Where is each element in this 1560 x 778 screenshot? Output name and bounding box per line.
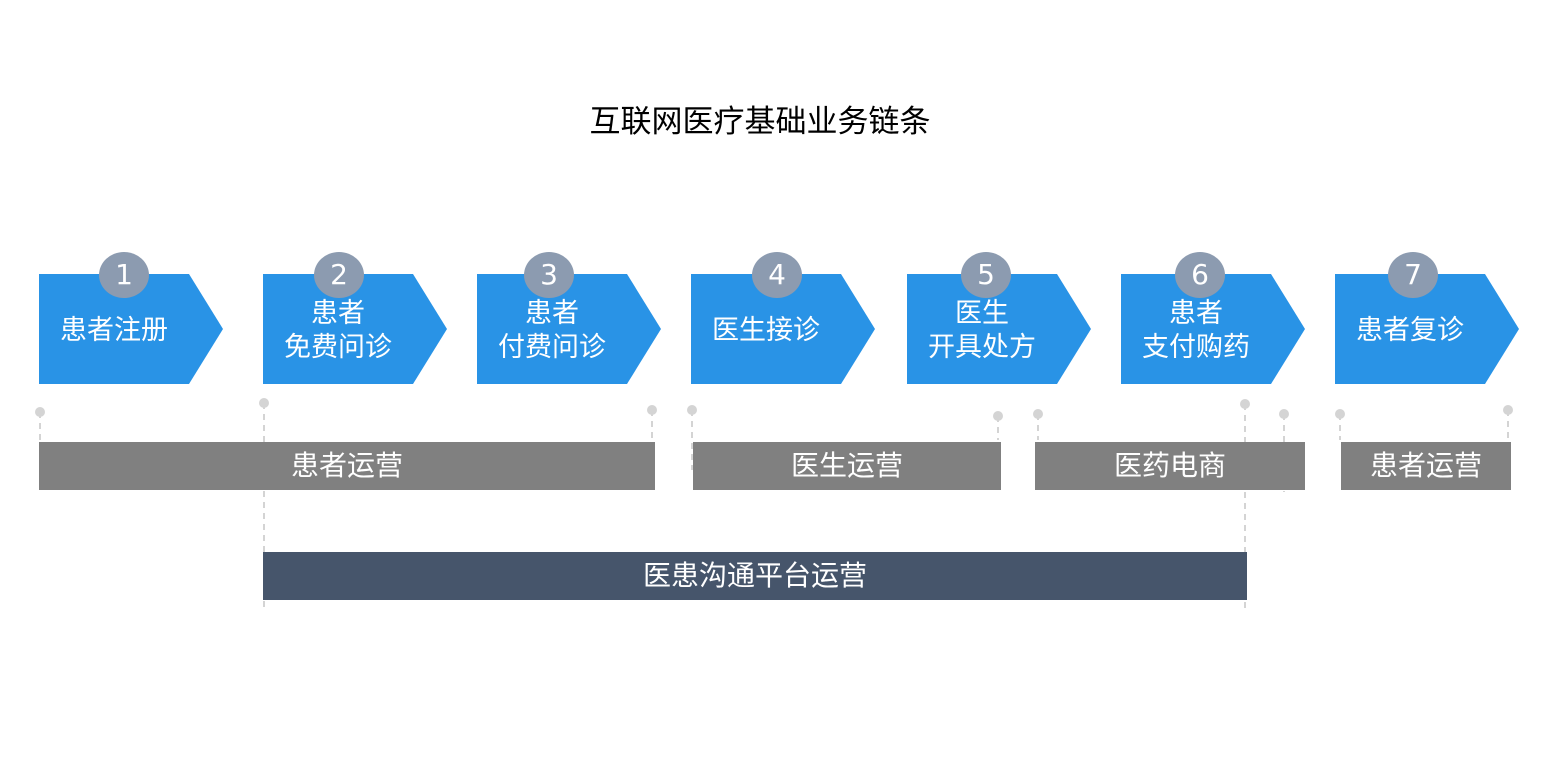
- guide-dot: [35, 407, 45, 417]
- phase-bar-label: 医药电商: [1113, 449, 1226, 482]
- phase-bar-patient-operations-2: 患者运营: [1341, 442, 1511, 490]
- step-label: 患者支付购药: [1121, 274, 1271, 384]
- step-arrow-shape: [477, 274, 661, 384]
- step-label-line: 付费问诊: [498, 332, 606, 363]
- phase-bar-pharma-ecommerce: 医药电商: [1035, 442, 1305, 490]
- phase-bar-doctor-operations: 医生运营: [693, 442, 1001, 490]
- guide-dot: [1033, 409, 1043, 419]
- step-label-line: 开具处方: [928, 332, 1036, 363]
- step-label-line: 医生接诊: [712, 315, 820, 346]
- step-label-line: 患者注册: [60, 315, 168, 346]
- guide-dot: [647, 405, 657, 415]
- step-label: 患者复诊: [1335, 274, 1485, 384]
- guide-dot: [1279, 409, 1289, 419]
- step-number-badge: 6: [1175, 252, 1225, 298]
- step-label: 医生开具处方: [907, 274, 1057, 384]
- guide-dot: [687, 405, 697, 415]
- phase-bar-label: 患者运营: [1369, 449, 1482, 482]
- step-number-badge: 3: [524, 252, 574, 298]
- phase-bar-label: 患者运营: [290, 449, 403, 482]
- step-label: 患者免费问诊: [263, 274, 413, 384]
- guide-dot: [1503, 405, 1513, 415]
- step-number-badge: 2: [314, 252, 364, 298]
- guide-dot: [993, 411, 1003, 421]
- page-title: 互联网医疗基础业务链条: [589, 104, 931, 140]
- process-step-5: 医生开具处方: [907, 274, 1091, 384]
- step-number-badge: 5: [961, 252, 1011, 298]
- step-label-line: 医生: [955, 298, 1009, 329]
- step-label: 患者注册: [39, 274, 189, 384]
- step-label-line: 患者: [525, 298, 579, 329]
- guide-dot: [259, 398, 269, 408]
- platform-bar-label: 医患沟通平台运营: [642, 559, 867, 592]
- step-label-line: 支付购药: [1142, 332, 1250, 363]
- step-label-line: 免费问诊: [284, 332, 392, 363]
- step-number-badge: 7: [1388, 252, 1438, 298]
- step-number-badge: 1: [99, 252, 149, 298]
- guide-dot: [1335, 409, 1345, 419]
- step-label: 患者付费问诊: [477, 274, 627, 384]
- phase-bar-label: 医生运营: [790, 449, 903, 482]
- step-number-badge: 4: [752, 252, 802, 298]
- step-label-line: 患者: [1169, 298, 1223, 329]
- platform-operations-bar: 医患沟通平台运营: [263, 552, 1247, 600]
- step-label-line: 患者: [311, 298, 365, 329]
- step-label-line: 患者复诊: [1356, 315, 1464, 346]
- step-label: 医生接诊: [691, 274, 841, 384]
- phase-bar-patient-operations-1: 患者运营: [39, 442, 655, 490]
- process-step-3: 患者付费问诊: [477, 274, 661, 384]
- guide-dot: [1240, 399, 1250, 409]
